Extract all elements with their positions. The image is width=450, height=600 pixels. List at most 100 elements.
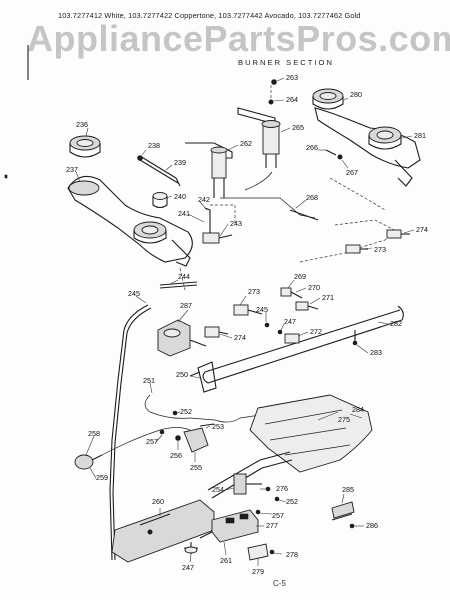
bracket-285: [331, 501, 355, 519]
valve-274-mid-stem: [218, 331, 229, 335]
leader-278: [273, 552, 283, 555]
leader-258: [85, 435, 95, 456]
leader-287: [177, 309, 189, 323]
callout-241: 241: [178, 209, 190, 218]
regulator-287: [157, 319, 207, 357]
leader-282: [377, 321, 389, 325]
leader-257-lower: [259, 512, 273, 515]
burner-tube: [139, 159, 179, 184]
routing-dashed-3: [329, 177, 386, 211]
clamp-screw: [218, 234, 233, 239]
screw-267: [337, 154, 343, 160]
right-rear-burner-body: [312, 96, 344, 110]
callout-276: 276: [276, 484, 288, 493]
screw-278: [269, 549, 275, 555]
knob-258-259: [74, 427, 191, 470]
callout-257-left: 257: [146, 437, 158, 446]
leader-272: [297, 331, 309, 337]
right-burner-tail: [394, 159, 413, 187]
bracket-250: [189, 361, 217, 393]
valve-273-right: [345, 244, 361, 254]
ignitor-body-255: [183, 427, 209, 453]
callout-275: 275: [338, 415, 350, 424]
leader-252-right: [278, 499, 287, 503]
page-number: C-5: [273, 579, 286, 588]
leader-239: [165, 164, 173, 171]
lower-pipe-assembly: [111, 451, 293, 563]
model-list-header: 103.7277412 White, 103.7277422 Copperton…: [58, 11, 361, 20]
pilot-tube-268-thick: [289, 209, 319, 221]
callout-283: 283: [370, 348, 382, 357]
callout-286: 286: [366, 521, 378, 530]
left-front-burner-center: [141, 225, 159, 235]
valve-top: [261, 120, 281, 128]
callout-266: 266: [306, 143, 318, 152]
callout-271: 271: [322, 293, 334, 302]
callout-244: 244: [178, 272, 190, 281]
callout-273-right: 273: [374, 245, 386, 254]
section-title: BURNER SECTION: [238, 58, 334, 67]
leader-280: [343, 97, 349, 101]
leader-244: [169, 279, 179, 285]
leader-245: [135, 295, 147, 304]
callout-252-left: 252: [180, 407, 192, 416]
right-front-burner-center: [376, 130, 394, 140]
leader-237: [75, 171, 81, 183]
screw-256: [175, 435, 181, 441]
screw-252-right: [274, 496, 280, 502]
callout-267: 267: [346, 168, 358, 177]
leader-273-right: [361, 247, 373, 250]
leader-270: [295, 287, 307, 293]
leader-271: [309, 297, 321, 305]
left-burner-assembly: [67, 135, 193, 267]
bracket-250-body: [197, 361, 217, 393]
leader-254: [224, 487, 235, 491]
bracket-250-tab: [189, 371, 201, 377]
valve-271-stem: [307, 305, 319, 310]
callout-236: 236: [76, 120, 88, 129]
bracket-body: [211, 149, 227, 179]
leader-253: [205, 425, 211, 429]
callout-247-bottom: 247: [182, 563, 194, 572]
callout-240: 240: [174, 192, 186, 201]
callout-238: 238: [148, 141, 160, 150]
leader-269: [287, 279, 295, 289]
screw-252-left: [172, 410, 178, 416]
leader-283: [356, 344, 369, 354]
screw-257-lower: [255, 509, 261, 515]
callout-253: 253: [212, 422, 224, 431]
leader-250: [189, 375, 201, 379]
wire-251: [144, 394, 216, 421]
knob-stem: [91, 454, 103, 461]
callout-284: 284: [352, 405, 364, 414]
callout-287: 287: [180, 301, 192, 310]
knob-259: [74, 454, 94, 470]
leader-268: [295, 199, 307, 209]
pin-266: [325, 149, 337, 156]
bracket-285-286: [331, 501, 355, 529]
lower-bracket-hole: [147, 529, 153, 535]
valve-274-mid: [204, 326, 220, 338]
left-rear-burner-body: [69, 143, 101, 158]
valve-270-stem: [290, 291, 303, 299]
pilot-strip-244: [159, 281, 198, 286]
burner-tube-238-239: [137, 155, 181, 187]
callout-256: 256: [170, 451, 182, 460]
manifold-start: [202, 371, 209, 384]
callout-274-right: 274: [416, 225, 428, 234]
clamp-leader: [210, 204, 236, 225]
valve-261-port1: [225, 517, 235, 524]
fitting-247-ring: [184, 546, 198, 554]
valve-inlet: [199, 531, 213, 539]
leader-247-mid: [280, 323, 285, 331]
callout-273-mid: 273: [248, 287, 260, 296]
leader-281: [401, 135, 413, 139]
ignitor-255-257: [159, 410, 215, 453]
left-burner-tail: [171, 239, 191, 267]
callout-262: 262: [240, 139, 252, 148]
wire-258: [101, 427, 191, 456]
callout-279: 279: [252, 567, 264, 576]
right-burner-assembly: [312, 88, 421, 187]
callout-237: 237: [66, 165, 78, 174]
